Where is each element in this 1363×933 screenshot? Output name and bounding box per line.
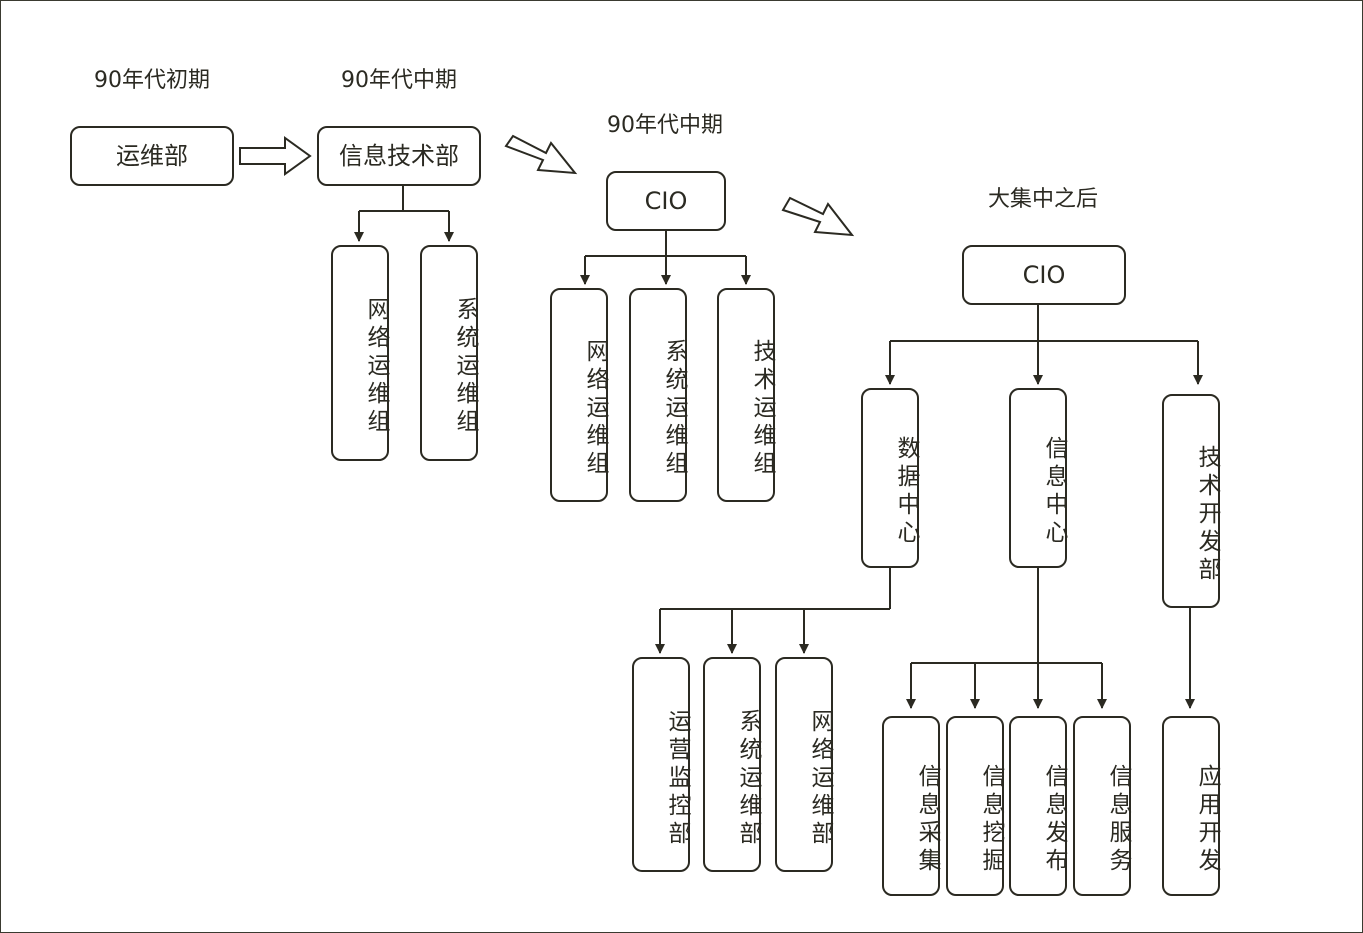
stage3-connectors	[580, 231, 751, 285]
network-ops-group-box: 网络运维组	[331, 245, 389, 461]
tech-ops-group-box: 技术运维组	[717, 288, 775, 502]
stage2-connectors	[354, 186, 454, 242]
transition-arrow-2	[504, 134, 578, 175]
info-center-box: 信息中心	[1009, 388, 1067, 568]
period-label-mid-90s-second: 90年代中期	[607, 113, 723, 138]
transition-arrow-3	[781, 196, 855, 237]
network-ops-group-box: 网络运维组	[550, 288, 608, 502]
it-dept-box: 信息技术部	[317, 126, 481, 186]
stage4-connectors	[655, 305, 1203, 709]
cio-box: CIO	[606, 171, 726, 231]
system-ops-group-box: 系统运维组	[420, 245, 478, 461]
period-label-mid-90s: 90年代中期	[341, 68, 457, 93]
info-service-box: 信息服务	[1073, 716, 1131, 896]
data-center-box: 数据中心	[861, 388, 919, 568]
network-ops-dept-box: 网络运维部	[775, 657, 833, 872]
ops-monitoring-dept-box: 运营监控部	[632, 657, 690, 872]
ops-dept-box: 运维部	[70, 126, 234, 186]
app-dev-box: 应用开发	[1162, 716, 1220, 896]
info-publishing-box: 信息发布	[1009, 716, 1067, 896]
info-collection-box: 信息采集	[882, 716, 940, 896]
tech-dev-dept-box: 技术开发部	[1162, 394, 1220, 608]
cio-box-centralized: CIO	[962, 245, 1126, 305]
transition-arrow-1	[239, 136, 312, 176]
period-label-early-90s: 90年代初期	[94, 68, 210, 93]
system-ops-dept-box: 系统运维部	[703, 657, 761, 872]
info-mining-box: 信息挖掘	[946, 716, 1004, 896]
system-ops-group-box: 系统运维组	[629, 288, 687, 502]
period-label-after-centralization: 大集中之后	[987, 187, 1099, 212]
